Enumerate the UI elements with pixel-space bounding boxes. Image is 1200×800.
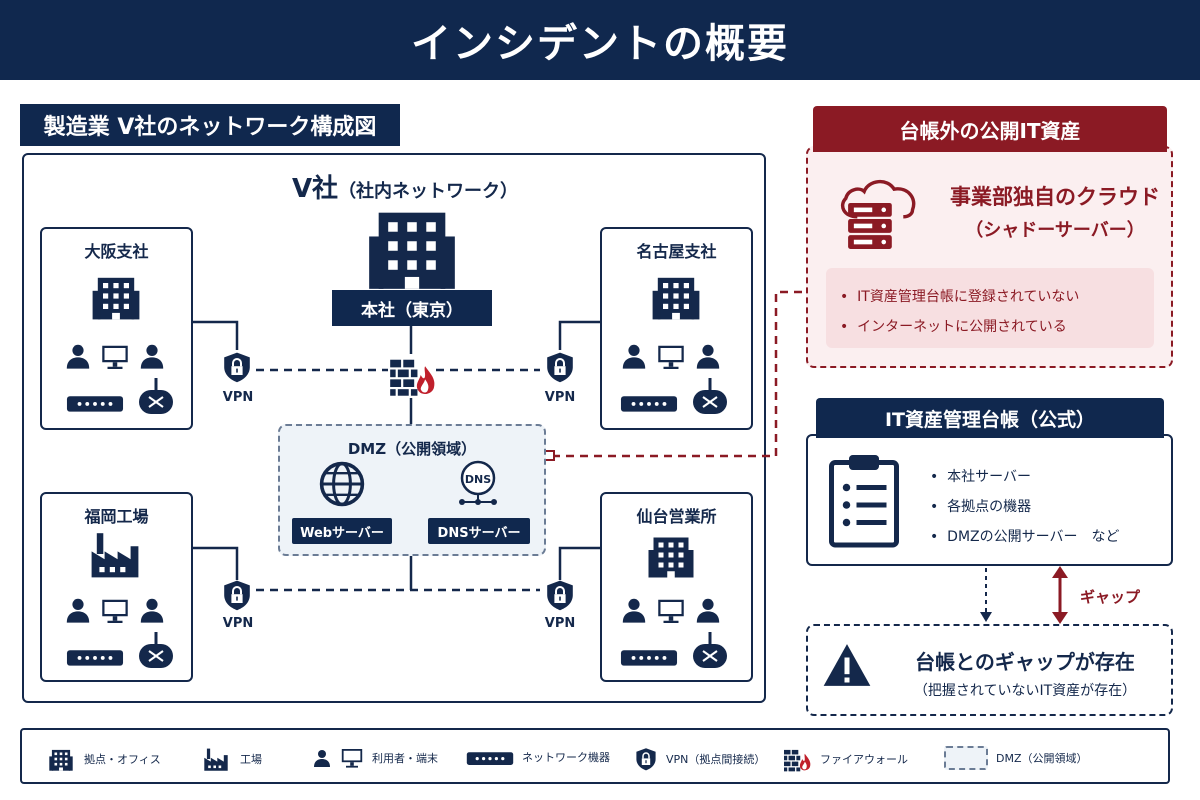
ledger-item: • 各拠点の機器	[930, 499, 1032, 515]
page-title: インシデントの概要	[0, 0, 1200, 80]
building-icon	[46, 746, 76, 772]
vpn-shield-lock-icon	[544, 350, 576, 384]
vpn-label: VPN	[544, 616, 576, 631]
dmz-title: DMZ（公開領域）	[347, 440, 477, 458]
shadow-issue-list	[826, 268, 1154, 348]
person-icon	[694, 342, 722, 370]
web-server-label: Webサーバー	[292, 518, 392, 544]
person-icon	[138, 596, 166, 624]
legend-item-dmz: DMZ（公開領域）	[944, 746, 1088, 770]
dns-server-label: DNSサーバー	[428, 518, 530, 544]
vpn-label: VPN	[222, 616, 254, 631]
gap-label: ギャップ	[1080, 588, 1141, 606]
clipboard-icon	[826, 450, 902, 550]
switch-icon	[620, 390, 678, 414]
dmz-swatch	[944, 746, 988, 770]
corp-name: V社	[291, 174, 339, 204]
router-icon	[690, 376, 730, 416]
shadow-server-name: 事業部独自のクラウド （シャドーサーバー）	[940, 180, 1170, 248]
site-sendai-name: 仙台営業所	[636, 507, 717, 526]
factory-icon	[84, 528, 146, 580]
building-icon	[646, 530, 696, 580]
warning-icon	[822, 642, 872, 688]
person-icon	[64, 342, 92, 370]
site-nagoya	[600, 227, 753, 430]
person-icon	[620, 596, 648, 624]
legend-item-factory: 工場	[200, 746, 262, 772]
monitor-icon	[656, 596, 686, 626]
person-icon	[620, 342, 648, 370]
sendai-vpn-line	[558, 546, 602, 580]
vpn-shield-lock-icon	[221, 578, 253, 612]
legend-item-firewall: ファイアウォール	[782, 746, 908, 772]
switch-icon	[66, 390, 124, 414]
person-icon	[312, 747, 332, 769]
shadow-name-line1: 事業部独自のクラウド	[950, 185, 1160, 209]
monitor-icon	[340, 746, 364, 770]
switch-icon	[620, 644, 678, 668]
person-icon	[694, 596, 722, 624]
building-icon	[650, 270, 702, 322]
vpn-shield-lock-icon	[221, 350, 253, 384]
firewall-icon	[782, 746, 812, 772]
vpn-shield-lock-icon	[544, 578, 576, 612]
globe-icon	[318, 460, 366, 508]
nagoya-vpn-line	[558, 320, 602, 350]
fukuoka-vpn-line	[193, 546, 239, 580]
corp-network-frame	[22, 153, 766, 703]
router-icon	[690, 630, 730, 670]
site-nagoya-name: 名古屋支社	[636, 242, 717, 261]
cloud-server-icon	[832, 170, 924, 252]
monitor-icon	[100, 342, 130, 372]
person-icon	[138, 342, 166, 370]
monitor-icon	[100, 596, 130, 626]
shadow-panel-title: 台帳外の公開IT資産	[813, 106, 1167, 152]
vpn-label: VPN	[222, 390, 254, 405]
hq-building-icon	[356, 198, 468, 294]
site-osaka-name: 大阪支社	[84, 242, 149, 261]
shadow-issue-item: • IT資産管理台帳に登録されていない	[840, 289, 1080, 305]
shadow-name-line2: （シャドーサーバー）	[965, 220, 1145, 241]
legend-item-office: 拠点・オフィス	[46, 746, 161, 772]
building-icon	[90, 270, 142, 322]
site-fukuoka-name: 福岡工場	[84, 507, 149, 526]
dns-badge-text: DNS	[465, 473, 491, 486]
osaka-vpn-line	[193, 320, 239, 350]
router-icon	[136, 376, 176, 416]
vpn-label: VPN	[544, 390, 576, 405]
legend-item-network-device: ネットワーク機器	[466, 746, 610, 768]
person-icon	[64, 596, 92, 624]
ledger-panel-title: IT資産管理台帳（公式）	[816, 398, 1164, 438]
network-diagram-label: 製造業 V社のネットワーク構成図	[20, 104, 400, 146]
ledger-item: • DMZの公開サーバー など	[930, 529, 1120, 545]
gap-panel	[806, 624, 1173, 716]
router-icon	[136, 630, 176, 670]
corp-network-title: V社（社内ネットワーク）	[250, 168, 560, 205]
gap-sub-text: （把握されていないIT資産が存在）	[913, 683, 1137, 699]
corp-sub: （社内ネットワーク）	[338, 181, 519, 202]
hq-label: 本社（東京）	[332, 290, 492, 326]
shadow-link-line	[552, 290, 806, 458]
switch-icon	[466, 746, 514, 768]
dns-icon: DNS	[459, 460, 497, 505]
switch-icon	[66, 644, 124, 668]
factory-icon	[200, 746, 232, 772]
gap-main-text: 台帳とのギャップが存在	[915, 650, 1135, 674]
shield-lock-icon	[634, 746, 658, 772]
legend	[20, 728, 1170, 784]
legend-item-vpn: VPN（拠点間接続）	[634, 746, 765, 772]
firewall-icon	[388, 352, 436, 398]
monitor-icon	[656, 342, 686, 372]
ledger-item: • 本社サーバー	[930, 469, 1032, 485]
legend-item-user: 利用者・端末	[312, 746, 438, 770]
shadow-issue-item: • インターネットに公開されている	[840, 319, 1067, 335]
